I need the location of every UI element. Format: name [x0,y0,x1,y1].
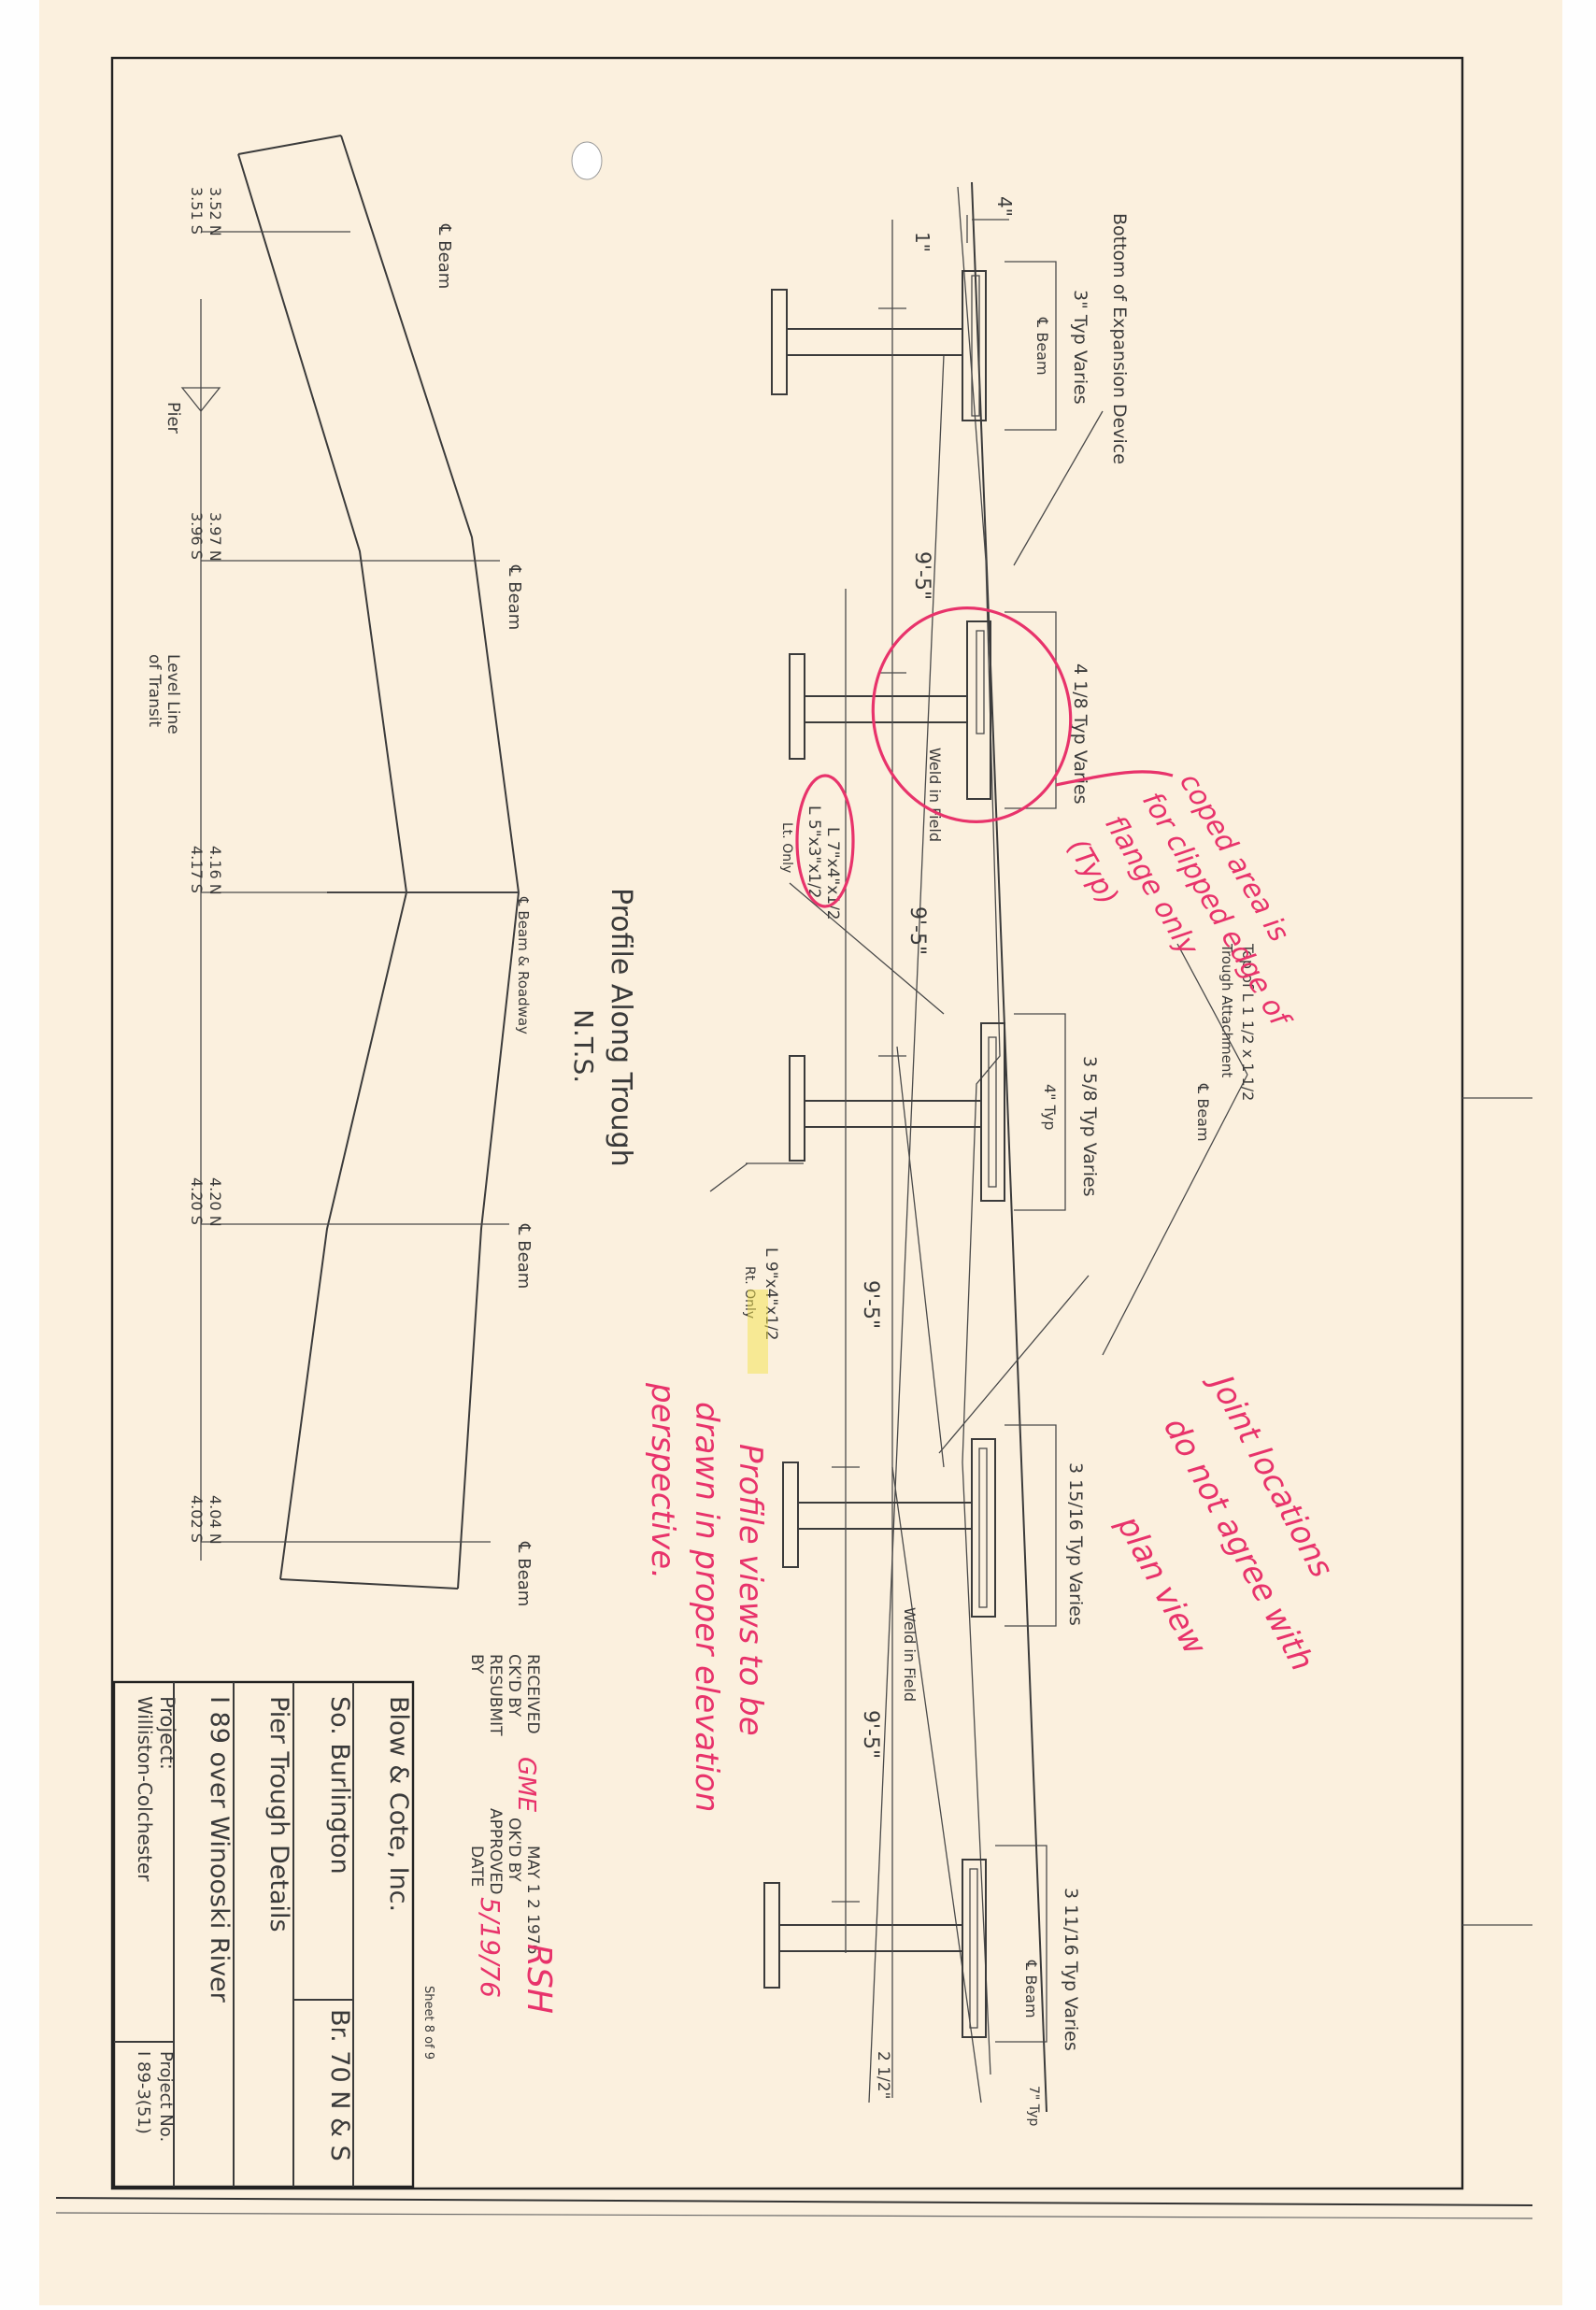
weld-in-field-label: Weld in Field [926,748,944,842]
angle-lt-1: L 7"x4"x1/2 [823,827,842,920]
beam-label: ℄ Beam [505,564,524,630]
company-name: Blow & Cote, Inc. [384,1696,413,1912]
beam-centerline-label: ℄ Beam [1033,317,1051,376]
angle-lt-2: L 5"x3"x1/2 [805,806,823,899]
trough-detail [709,181,1248,2113]
initials-okd: RSH [520,1944,558,2014]
profile-note-line: perspective. [644,1382,681,1579]
profile-note-line: Profile views to be [732,1444,769,1736]
beam-section [789,620,991,800]
elevation-n: 4.20 N [207,1177,224,1227]
dim-label: 4 1/8 Typ Varies [1070,663,1090,805]
weld-in-field-label: Weld in Field [901,1607,919,1702]
dim-label: 3" Typ Varies [1070,290,1090,405]
project-no: I 89-3(51) [134,2051,153,2134]
span-label: 9'-5" [859,1710,882,1759]
beam-section [782,1438,996,1618]
project-no-label: Project No. [156,2051,176,2142]
elevation-s: 4.17 S [188,846,206,893]
received-stamp: RECEIVED MAY 1 2 1976 CK'D BY OK'D BY RE… [467,1654,542,1954]
seven-typ-label: 7" Typ [1026,2086,1041,2126]
elevation-s: 4.02 S [188,1495,206,1543]
elevation-n: 3.97 N [207,512,224,562]
elevation-s: 3.51 S [188,187,206,235]
beam-label: ℄ Beam [435,223,454,289]
sheet-border [110,56,1464,2190]
beam-label: ℄ Beam [514,1223,534,1289]
coped-area-circle [871,606,1073,823]
span-label: 9'-5" [905,906,929,955]
stamp-ckd: CK'D BY [505,1654,523,1718]
project-name: Williston-Colchester [134,1696,156,1882]
angle-callout-circle [795,774,855,908]
pier-symbol [180,387,221,413]
beam-centerline-label: ℄ Beam [1194,1083,1212,1142]
two-half-label: 2 1/2" [874,2051,892,2099]
elevation-s: 4.20 S [188,1177,206,1225]
stamp-date-value: 5/19/76 [475,1897,506,1998]
profile-drawing [180,135,520,1590]
beam-centerline-label: ℄ Beam [1022,1960,1040,2018]
route-title: I 89 over Winooski River [205,1696,234,2003]
elevation-n: 3.52 N [207,187,224,236]
bridge-number: Br. 70 N & S [325,2009,354,2161]
dim-label: 3 11/16 Typ Varies [1061,1888,1081,2051]
profile-title: Profile Along Trough [605,888,637,1167]
beam-section [771,270,987,421]
dim-label: 3 15/16 Typ Varies [1065,1462,1086,1626]
four-inch-label: 4" [993,196,1016,217]
beam-section [763,1859,987,2038]
paper [39,0,1562,2305]
stamp-okd: OK'D BY [505,1818,523,1882]
trough-attachment-label: Trough Attachment [1218,943,1235,1077]
beam-roadway-label: ℄ Beam & Roadway [515,896,532,1034]
four-typ-label: 4" Typ [1041,1084,1059,1131]
drawing-title: Pier Trough Details [264,1696,293,1932]
stamp-date: DATE [467,1846,486,1887]
lt-only-label: Lt. Only [779,822,794,873]
elevation-n: 4.16 N [207,846,224,895]
level-line-label: Level Line [164,654,182,734]
stamp-received-date: MAY 1 2 1976 [523,1846,542,1954]
bottom-expansion-label: Bottom of Expansion Device [1109,213,1130,464]
stamp-approved: APPROVED [486,1808,505,1895]
top-line [971,181,1047,2113]
profile-subtitle: N.T.S. [568,1009,599,1083]
elevation-n: 4.04 N [207,1495,224,1545]
stamp-received: RECEIVED [523,1654,542,1734]
initials-ckd: GME [512,1757,540,1813]
coped-leader [1055,770,1174,787]
stamp-by: BY [467,1654,486,1675]
title-block [112,1680,415,2189]
top-of-angle-label: Top of L 1 1/2 x 1 1/2 [1239,943,1257,1101]
span-label: 9'-5" [910,551,933,600]
of-transit-label: of Transit [145,654,164,727]
stamp-resubmit: RESUBMIT [486,1654,505,1736]
project-label: Project: [156,1696,178,1770]
profile-note-line: drawn in proper elevation [688,1402,725,1812]
one-inch-label: 1" [911,232,933,252]
beam-label: ℄ Beam [514,1541,534,1606]
dim-label: 3 5/8 Typ Varies [1079,1056,1100,1197]
punch-hole [571,141,603,180]
pier-label: Pier [164,402,183,435]
sheet-number: Sheet 8 of 9 [421,1986,435,2060]
elevation-s: 3.96 S [188,512,206,560]
span-label: 9'-5" [859,1280,882,1329]
highlight-mark [748,1290,768,1374]
location: So. Burlington [325,1696,354,1875]
